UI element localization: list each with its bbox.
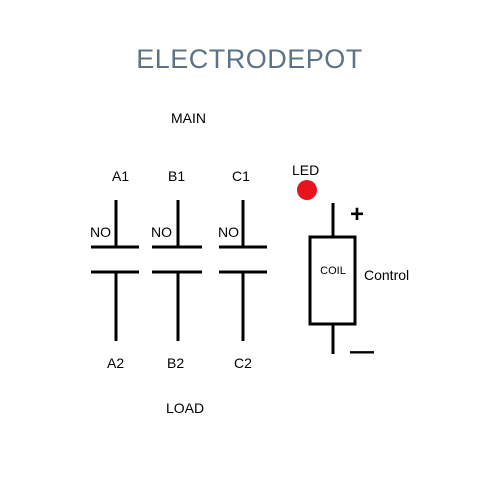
terminal-a2-label: A2 xyxy=(107,355,125,371)
brand-title: ELECTRODEPOT xyxy=(136,44,363,74)
terminal-b1-label: B1 xyxy=(168,168,186,184)
led-label: LED xyxy=(292,162,320,178)
contact-b-state-label: NO xyxy=(151,224,172,240)
coil-box xyxy=(308,235,357,326)
terminal-c2-label: C2 xyxy=(234,355,252,371)
led-indicator xyxy=(297,180,317,200)
terminal-a1-label: A1 xyxy=(112,168,130,184)
contact-a-state-label: NO xyxy=(90,224,111,240)
contact-c-state-label: NO xyxy=(218,224,239,240)
terminal-b2-label: B2 xyxy=(167,355,185,371)
load-label: LOAD xyxy=(166,400,205,416)
coil-label: COIL xyxy=(320,265,346,277)
terminal-c1-label: C1 xyxy=(232,168,250,184)
minus-sign: — xyxy=(350,338,374,365)
plus-sign: + xyxy=(350,201,364,228)
control-label: Control xyxy=(364,267,410,283)
main-label: MAIN xyxy=(171,110,206,126)
